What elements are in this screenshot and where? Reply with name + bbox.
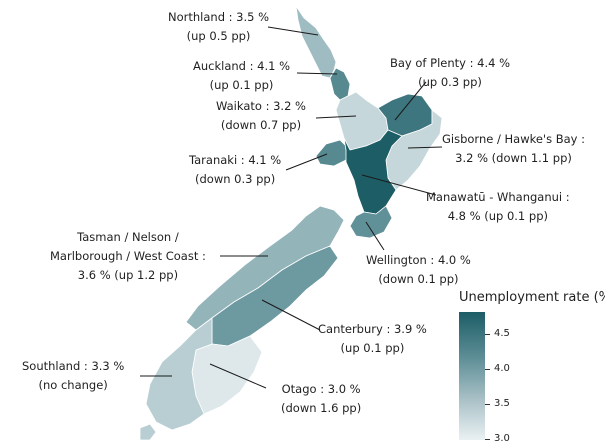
label-tasman-nelson-marlborough-west-coast: Tasman / Nelson / Marlborough / West Coa…: [50, 228, 206, 285]
label-southland: Southland : 3.3 % (no change): [22, 357, 124, 395]
leader-line-waikato: [315, 115, 357, 119]
label-canterbury-change: (up 0.1 pp): [340, 341, 405, 355]
region-wellington[interactable]: [349, 205, 393, 239]
label-wellington-rate: Wellington : 4.0 %: [366, 253, 471, 267]
label-waikato: Waikato : 3.2 % (down 0.7 pp): [216, 97, 306, 135]
leader-line-gisborne: [407, 146, 443, 149]
label-taranaki-rate: Taranaki : 4.1 %: [189, 153, 282, 167]
label-southland-rate: Southland : 3.3 %: [22, 359, 125, 373]
leader-line-northland: [267, 26, 319, 36]
label-gisborne-hawkes-bay: Gisborne / Hawke's Bay : 3.2 % (down 1.1…: [442, 130, 585, 168]
label-northland-rate: Northland : 3.5 %: [168, 10, 270, 24]
label-manawatu-whanganui: Manawatū - Whanganui : 4.8 % (up 0.1 pp): [426, 188, 570, 226]
label-tasman-change: 3.6 % (up 1.2 pp): [77, 268, 179, 282]
label-bay-of-plenty: Bay of Plenty : 4.4 % (up 0.3 pp): [390, 54, 510, 92]
legend-tick: [485, 369, 490, 370]
label-taranaki: Taranaki : 4.1 % (down 0.3 pp): [189, 151, 281, 189]
label-waikato-rate: Waikato : 3.2 %: [216, 99, 306, 113]
leader-line-wellington: [365, 221, 385, 251]
label-canterbury: Canterbury : 3.9 % (up 0.1 pp): [318, 320, 427, 358]
leader-line-bay-of-plenty: [394, 81, 427, 121]
legend-tick-label: 4.0: [494, 363, 510, 374]
region-northland[interactable]: [295, 5, 337, 79]
label-gisborne-rate: Gisborne / Hawke's Bay :: [442, 132, 586, 146]
label-canterbury-rate: Canterbury : 3.9 %: [318, 322, 427, 336]
legend-tick-label: 4.5: [494, 328, 510, 339]
label-northland-change: (up 0.5 pp): [186, 29, 251, 43]
label-northland: Northland : 3.5 % (up 0.5 pp): [168, 8, 269, 46]
label-bay-of-plenty-rate: Bay of Plenty : 4.4 %: [390, 56, 511, 70]
label-bay-of-plenty-change: (up 0.3 pp): [418, 75, 482, 89]
region-auckland[interactable]: [329, 67, 351, 101]
label-manawatu-rate: Manawatū - Whanganui :: [426, 190, 570, 204]
region-southland[interactable]: [145, 317, 213, 431]
label-taranaki-change: (down 0.3 pp): [195, 172, 276, 186]
leader-line-taranaki: [285, 153, 328, 171]
region-manawatu-whanganui[interactable]: [343, 129, 403, 215]
leader-line-manawatu: [361, 174, 437, 196]
label-wellington: Wellington : 4.0 % (down 0.1 pp): [366, 251, 471, 289]
label-tasman-name-line1: Tasman / Nelson /: [77, 230, 179, 244]
label-waikato-change: (down 0.7 pp): [220, 118, 302, 132]
label-auckland-change: (up 0.1 pp): [209, 78, 274, 92]
legend-tick: [485, 404, 490, 405]
legend-color-bar: [459, 312, 485, 440]
leader-line-otago: [209, 363, 267, 389]
label-otago-change: (down 1.6 pp): [281, 401, 362, 415]
legend-title: Unemployment rate (%): [459, 290, 605, 305]
label-tasman-name-line2: Marlborough / West Coast :: [50, 249, 206, 263]
label-otago-rate: Otago : 3.0 %: [281, 382, 361, 396]
label-auckland: Auckland : 4.1 % (up 0.1 pp): [193, 57, 290, 95]
legend-tick-label: 3.5: [494, 398, 510, 409]
label-otago: Otago : 3.0 % (down 1.6 pp): [281, 380, 361, 418]
label-auckland-rate: Auckland : 4.1 %: [193, 59, 291, 73]
label-manawatu-change: 4.8 % (up 0.1 pp): [447, 209, 548, 223]
leader-line-canterbury: [261, 299, 321, 331]
label-gisborne-change: 3.2 % (down 1.1 pp): [455, 151, 572, 165]
label-southland-change: (no change): [38, 378, 108, 392]
label-wellington-change: (down 0.1 pp): [378, 272, 459, 286]
legend-tick-label: 3.0: [494, 433, 510, 444]
region-southland-stewart-island: [139, 423, 157, 440]
leader-line-auckland: [296, 72, 338, 75]
legend-tick: [485, 334, 490, 335]
